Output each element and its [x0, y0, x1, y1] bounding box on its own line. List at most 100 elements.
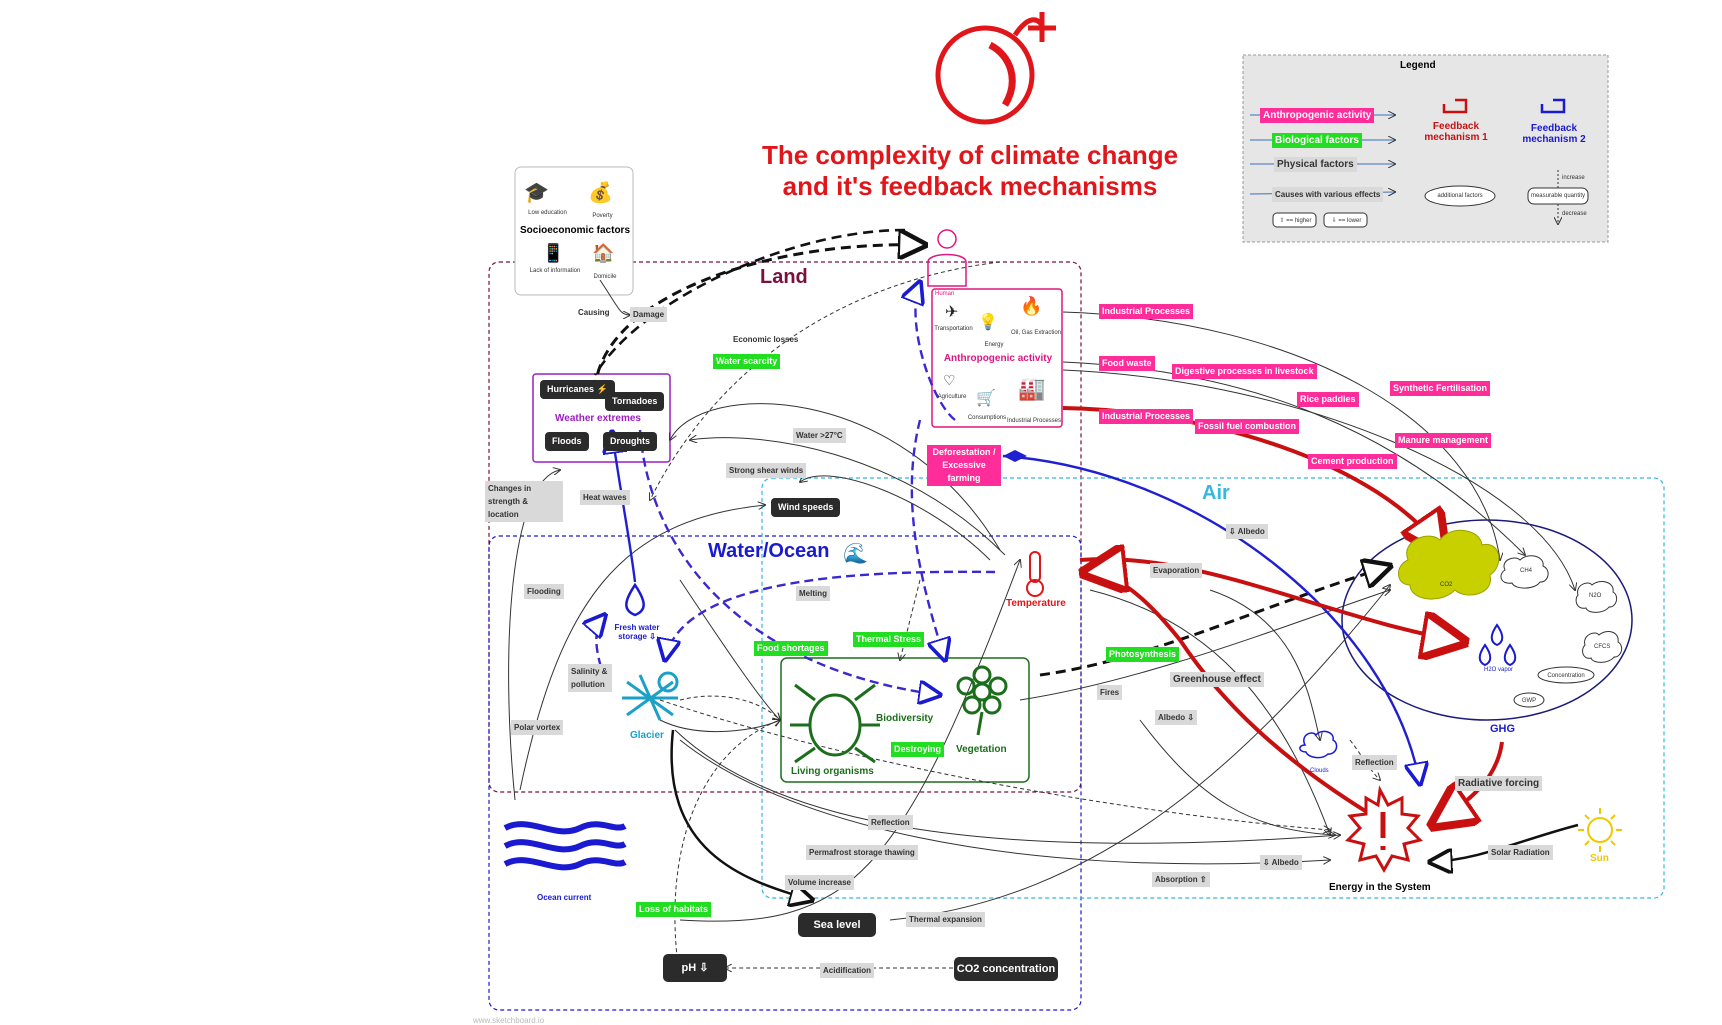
gray-salinity: Salinity & pollution — [568, 664, 612, 692]
gray-water-27: Water >27°C — [793, 428, 846, 443]
gray-fires: Fires — [1097, 685, 1123, 700]
land-region-box — [488, 261, 1082, 793]
air-region-box — [761, 477, 1665, 899]
fresh-water-drop-icon — [625, 582, 645, 617]
gwp-pill — [1513, 692, 1545, 708]
vegetation-to-co2-arrow — [1039, 566, 1390, 677]
clouds-label: Clouds — [1310, 768, 1329, 774]
h2o-drops-icon — [1478, 623, 1517, 667]
gray-thermal-expansion: Thermal expansion — [906, 912, 985, 927]
glacier-icon — [622, 671, 679, 721]
legend-higher: ⇧ == higher — [1279, 218, 1312, 224]
house-icon: 🏠 — [592, 243, 615, 263]
legend-title: Legend — [1400, 60, 1436, 71]
icon-industrial: Industrial Processes — [1006, 418, 1062, 424]
green-water-scarcity: Water scarcity — [713, 354, 781, 369]
flower-icon — [956, 665, 1008, 736]
air-label: Air — [1202, 482, 1230, 504]
hurricanes-tag: Hurricanes ⚡ — [540, 380, 615, 399]
gray-causing: Causing — [578, 308, 610, 317]
ph-node: pH ⇩ — [663, 954, 727, 982]
weather-title: Weather extremes — [555, 413, 641, 424]
human-label: Human — [935, 291, 955, 297]
legend-additional-pill — [1424, 185, 1496, 207]
fire-icon: 🔥 — [1020, 296, 1043, 316]
pink-cement: Cement production — [1308, 454, 1397, 469]
sea-level-node: Sea level — [798, 913, 876, 937]
gray-albedo-3: ⇩ Albedo — [1260, 855, 1302, 870]
legend-anthropogenic-tag: Anthropogenic activity — [1260, 108, 1375, 123]
land-label: Land — [760, 266, 808, 288]
bulb-icon: 💡 — [978, 314, 998, 331]
glacier-label: Glacier — [630, 730, 664, 741]
pink-digestive: Digestive processes in livestock — [1172, 364, 1317, 379]
human-figure — [927, 229, 967, 287]
legend-feedback1-icon — [1442, 98, 1468, 114]
gray-melting: Melting — [796, 586, 830, 601]
sun-label: Sun — [1590, 853, 1609, 864]
ch4-label: CH4 — [1520, 568, 1533, 574]
watermark: www.sketchboard.io — [473, 1016, 545, 1025]
pink-industrial-2: Industrial Processes — [1099, 409, 1194, 424]
gray-changes-strength: Changes in strength & location — [485, 481, 563, 522]
socio-to-human-arrow — [593, 245, 925, 391]
gray-volume: Volume increase — [785, 875, 854, 890]
legend-measurable: measurable quantity — [1530, 193, 1586, 199]
gray-permafrost: Permafrost storage thawing — [806, 845, 918, 860]
thermometer-icon — [1026, 551, 1044, 597]
title-line2: and it's feedback mechanisms — [782, 171, 1158, 201]
pink-food-waste: Food waste — [1099, 356, 1155, 371]
clouds-icon — [1299, 730, 1338, 759]
gray-economic-losses: Economic losses — [733, 335, 799, 344]
cfcs-cloud — [1582, 631, 1623, 663]
gray-damage: Damage — [630, 307, 668, 322]
gray-radiative: Radiative forcing — [1455, 776, 1543, 791]
n2o-cloud — [1575, 581, 1618, 613]
pink-industrial-1: Industrial Processes — [1099, 304, 1194, 319]
gray-reflection-1: Reflection — [1352, 755, 1397, 770]
n2o-label: N2O — [1589, 593, 1602, 599]
ocean-current-label: Ocean current — [537, 893, 592, 902]
glacier-to-sealevel-arrow — [670, 729, 812, 900]
bug-icon — [790, 683, 880, 764]
pink-rice: Rice paddies — [1297, 392, 1359, 407]
diagram-title: The complexity of climate change and it'… — [740, 140, 1200, 202]
green-loss-habitats: Loss of habitats — [636, 902, 712, 917]
green-food-shortages: Food shortages — [754, 641, 828, 656]
education-icon: 🎓 — [524, 182, 549, 204]
anthropogenic-box — [931, 288, 1063, 428]
gray-evaporation: Evaporation — [1150, 563, 1203, 578]
legend-causes-tag: Causes with various effects — [1272, 187, 1384, 202]
phone-icon: 📱 — [542, 243, 565, 263]
droughts-tag: Droughts — [603, 432, 657, 451]
co2-cloud — [1398, 529, 1500, 600]
legend-box — [1242, 54, 1609, 243]
biodiversity-label: Biodiversity — [876, 713, 934, 724]
pink-synthetic: Synthetic Fertilisation — [1390, 381, 1491, 396]
gwp-label: GWP — [1521, 698, 1537, 704]
concentration-pill — [1537, 666, 1595, 684]
plane-icon: ✈ — [945, 304, 959, 321]
gray-flooding: Flooding — [524, 584, 564, 599]
ghg-label: GHG — [1490, 723, 1516, 735]
sun-icon — [1578, 808, 1622, 852]
legend-additional: additional factors — [1437, 193, 1483, 199]
wind-speeds-node: Wind speeds — [771, 498, 841, 517]
gray-albedo-1: ⇩ Albedo — [1226, 524, 1268, 539]
legend-physical-tag: Physical factors — [1274, 157, 1357, 172]
green-thermal-stress: Thermal Stress — [853, 632, 925, 647]
socio-title: Socioeconomic factors — [519, 225, 631, 236]
factory-icon: 🏭 — [1018, 376, 1046, 401]
pink-deforestation: Deforestation / Excessive farming — [927, 445, 1001, 486]
icon-agriculture: Agriculture — [937, 394, 967, 400]
vegetation-label: Vegetation — [956, 744, 1007, 755]
co2-label: CO2 — [1440, 582, 1453, 588]
heart-icon: ♡ — [943, 372, 956, 388]
gray-heat-waves: Heat waves — [580, 490, 630, 505]
diamond-marker — [1003, 450, 1027, 462]
legend-lower: ⇩ == lower — [1331, 218, 1362, 224]
wave-icon: 🌊 — [843, 543, 868, 565]
gray-solar-radiation: Solar Radiation — [1488, 845, 1553, 860]
concentration-label: Concentration — [1547, 673, 1585, 679]
